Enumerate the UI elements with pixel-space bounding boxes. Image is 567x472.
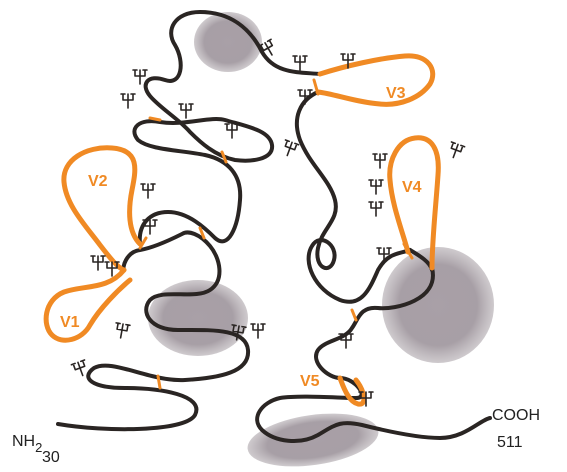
variable-loops xyxy=(43,53,441,407)
glycan-branch xyxy=(70,359,86,377)
glycan-icon xyxy=(104,261,120,277)
glycan-sites xyxy=(70,38,466,407)
domain-blob-bottom xyxy=(247,413,379,467)
termini: NH2 30 COOH 511 xyxy=(12,407,540,466)
n-terminus-residue: 30 xyxy=(42,449,60,466)
glycan-branch xyxy=(338,333,354,349)
glycan-icon xyxy=(450,141,466,159)
glycan-branch xyxy=(142,219,158,235)
backbone-v3-base-down xyxy=(294,90,412,304)
glycan-branch xyxy=(358,391,374,407)
glycan-branch xyxy=(297,89,313,105)
bridge-5 xyxy=(312,78,320,96)
glycan-branch xyxy=(231,324,247,341)
glycan-icon xyxy=(340,53,356,69)
domain-blob-center xyxy=(148,280,248,356)
glycan-icon xyxy=(250,323,266,339)
loop-v4-path xyxy=(387,135,441,271)
shaded-domains xyxy=(148,12,494,467)
bridge-3 xyxy=(198,226,206,240)
bridge-4 xyxy=(138,236,148,250)
glycan-branch xyxy=(224,123,240,139)
label-v5: V5 xyxy=(300,373,320,390)
glycan-icon xyxy=(231,324,247,341)
glycan-branch xyxy=(368,179,384,195)
bridge-6 xyxy=(402,242,414,260)
bridge-1 xyxy=(148,116,162,122)
domain-blob-right xyxy=(382,247,494,363)
bridge-2 xyxy=(220,150,228,164)
bridge-8 xyxy=(156,374,162,390)
label-v1: V1 xyxy=(60,314,80,331)
glycan-branch xyxy=(104,261,120,277)
glycan-icon xyxy=(376,247,392,263)
glycan-icon xyxy=(338,333,354,349)
glycan-icon xyxy=(70,359,86,377)
glycan-icon xyxy=(372,153,388,169)
loop-v5-path xyxy=(337,375,367,407)
glycan-icon xyxy=(284,139,300,157)
glycan-branch xyxy=(258,38,274,56)
glycan-branch xyxy=(250,323,266,339)
glycan-icon xyxy=(140,183,156,199)
loop-v1-path xyxy=(43,267,133,343)
glycan-icon xyxy=(292,55,308,71)
backbone-n-terminal xyxy=(56,230,251,432)
glycan-icon xyxy=(90,255,106,271)
glycan-icon xyxy=(368,201,384,217)
glycan-branch xyxy=(450,141,466,159)
glycan-icon xyxy=(120,93,136,109)
loop-v2-path xyxy=(61,145,143,273)
glycan-icon xyxy=(178,103,194,119)
label-v4: V4 xyxy=(402,179,422,196)
glycan-icon xyxy=(297,89,313,105)
glycan-icon xyxy=(132,69,148,85)
glycan-branch xyxy=(132,69,148,85)
glycan-branch xyxy=(340,53,356,69)
glycan-branch xyxy=(376,247,392,263)
glycan-branch xyxy=(140,183,156,199)
backbone-inner-left xyxy=(132,10,322,246)
domain-blob-top xyxy=(194,12,262,72)
glycan-icon xyxy=(224,123,240,139)
backbone xyxy=(56,10,492,443)
glycan-branch xyxy=(178,103,194,119)
glycan-branch xyxy=(372,153,388,169)
glycan-branch xyxy=(115,322,131,339)
c-terminus-label: COOH xyxy=(492,407,540,424)
glycan-icon xyxy=(258,38,274,56)
loop-labels: V1 V2 V3 V4 V5 xyxy=(60,85,422,390)
glycan-icon xyxy=(368,179,384,195)
label-v2: V2 xyxy=(88,173,108,190)
glycan-branch xyxy=(120,93,136,109)
bridge-7 xyxy=(350,308,358,322)
label-v3: V3 xyxy=(386,85,406,102)
n-terminus-label: NH2 xyxy=(12,433,42,455)
glycan-branch xyxy=(90,255,106,271)
glycan-branch xyxy=(284,139,300,157)
glycan-icon xyxy=(142,219,158,235)
disulfide-bridges xyxy=(138,78,414,390)
c-terminus-residue: 511 xyxy=(497,434,523,451)
loop-v3-path xyxy=(315,53,436,107)
glycan-icon xyxy=(358,391,374,407)
glycan-icon xyxy=(115,322,131,339)
glycan-branch xyxy=(292,55,308,71)
glycan-branch xyxy=(368,201,384,217)
